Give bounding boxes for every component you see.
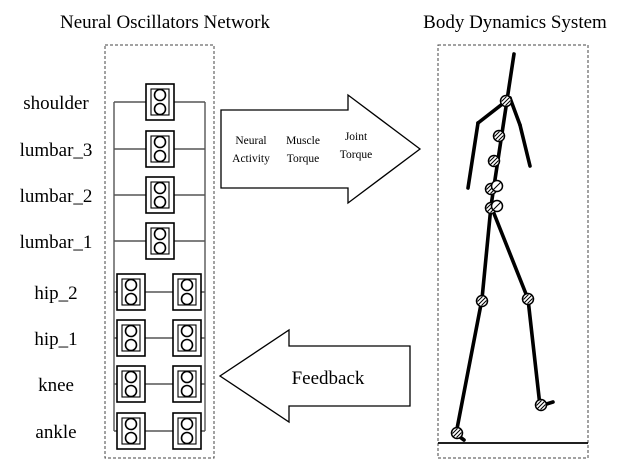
feedback-label: Feedback <box>292 368 365 389</box>
neural-oscillator-icon <box>145 130 175 168</box>
neural-oscillator-icon <box>172 412 202 450</box>
neural-oscillator-icon <box>172 365 202 403</box>
joint-label-hip-1: hip_1 <box>34 329 77 350</box>
neural-oscillator-icon <box>145 176 175 214</box>
joint-label-lumbar-2: lumbar_2 <box>20 186 93 207</box>
back-knee-joint <box>475 294 489 308</box>
spine-joint <box>487 154 501 168</box>
back-ankle-joint <box>450 426 464 440</box>
front-knee-joint <box>521 292 535 306</box>
back-shin <box>454 297 484 436</box>
neck-joint <box>499 94 513 108</box>
pelvis-joint-2 <box>490 199 504 213</box>
joint-label-knee: knee <box>38 375 74 396</box>
neural-network-title: Neural Oscillators Network <box>60 12 270 33</box>
forward-arrow: Neural Activity Muscle Torque Joint Torq… <box>220 93 422 205</box>
front-ankle-joint <box>534 398 548 412</box>
joint-label-ankle: ankle <box>35 422 76 443</box>
body-joint-list <box>450 94 548 440</box>
body-dynamics-box <box>437 44 589 459</box>
muscle-torque-label-line1: Muscle <box>286 135 320 147</box>
pelvis-joint-1 <box>490 179 504 193</box>
neural-oscillator-icon <box>145 222 175 260</box>
front-shin <box>526 297 542 408</box>
body-dynamics-title: Body Dynamics System <box>423 12 607 33</box>
front-thigh <box>489 204 530 301</box>
joint-label-lumbar-1: lumbar_1 <box>20 232 93 253</box>
muscle-torque-label-line2: Torque <box>287 153 319 165</box>
joint-label-list: shoulder lumbar_3 lumbar_2 lumbar_1 hip_2hip… <box>20 93 93 443</box>
neural-oscillator-icon <box>172 319 202 357</box>
joint-label-hip-2: hip_2 <box>34 283 77 304</box>
neural-oscillator-icon <box>116 273 146 311</box>
joint-torque-label-line2: Torque <box>340 149 372 161</box>
joint-label-shoulder: shoulder <box>23 93 89 114</box>
joint-torque-label-line1: Joint <box>345 131 368 143</box>
neural-activity-label-line1: Neural <box>235 135 266 147</box>
back-thigh <box>480 204 493 301</box>
chest-joint <box>492 129 506 143</box>
neural-network-box <box>104 44 215 459</box>
neural-activity-label-line2: Activity <box>232 153 270 165</box>
neural-oscillator-icon <box>145 83 175 121</box>
back-forearm <box>466 121 480 190</box>
joint-label-lumbar-3: lumbar_3 <box>20 140 93 161</box>
feedback-arrow: Feedback <box>218 328 411 424</box>
front-forearm <box>518 123 532 168</box>
neural-oscillator-icon <box>116 412 146 450</box>
oscillator-list <box>116 83 202 450</box>
neural-oscillator-icon <box>172 273 202 311</box>
neural-oscillator-icon <box>116 365 146 403</box>
neural-oscillator-icon <box>116 319 146 357</box>
body-skeleton <box>438 52 588 444</box>
